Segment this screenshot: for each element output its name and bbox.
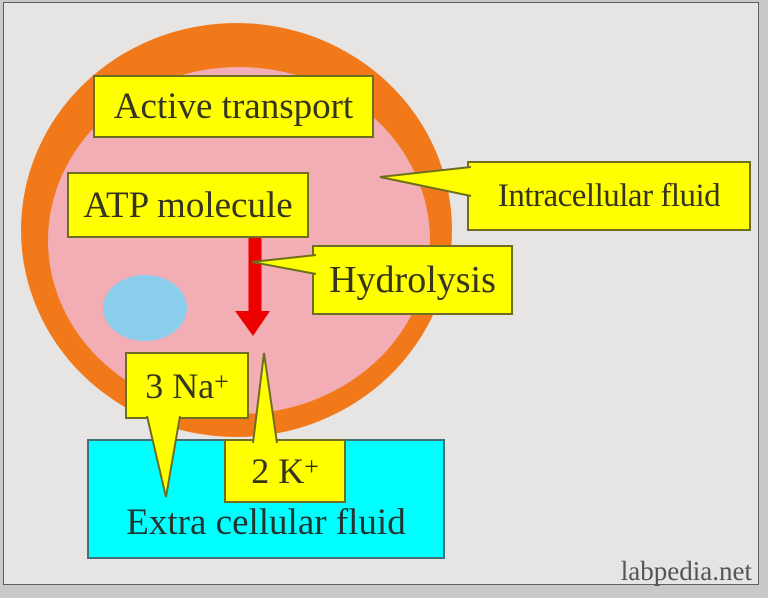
- watermark: labpedia.net: [620, 556, 752, 586]
- intracellular-callout-pointer: [379, 166, 472, 197]
- arrow-head: [235, 311, 270, 336]
- atp-molecule-label: ATP molecule: [83, 184, 293, 226]
- sodium-label-base: 3 Na: [145, 365, 215, 406]
- potassium-label: 2 K+: [251, 451, 319, 491]
- intracellular-fluid-box: [467, 161, 751, 231]
- sodium-label: 3 Na+: [145, 365, 229, 406]
- intracellular-fluid-label: Intracellular fluid: [497, 177, 721, 214]
- active-transport-box: [93, 75, 374, 138]
- atp-molecule-box: [67, 172, 309, 238]
- potassium-box: [224, 439, 346, 503]
- sodium-callout-pointer: [146, 415, 181, 498]
- potassium-callout-pointer: [252, 352, 278, 444]
- arrow-stem: [248, 237, 262, 313]
- hydrolysis-callout-pointer: [251, 254, 317, 275]
- organelle: [103, 275, 187, 341]
- hydrolysis-label: Hydrolysis: [329, 259, 496, 301]
- extracellular-fluid-label: Extra cellular fluid: [126, 502, 406, 543]
- hydrolysis-box: [312, 245, 513, 315]
- active-transport-label: Active transport: [113, 86, 354, 127]
- sodium-box: [125, 352, 249, 419]
- potassium-label-base: 2 K: [251, 451, 305, 491]
